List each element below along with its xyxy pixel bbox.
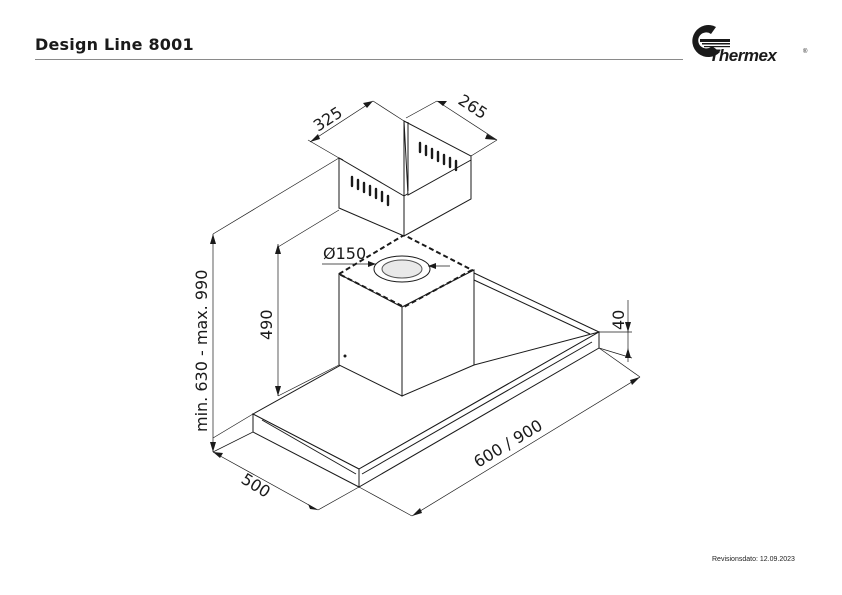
thermex-logo: Thermex ® [690,22,810,66]
dimension-label-diameter: Ø150 [323,244,366,263]
revision-date: Revisionsdato: 12.09.2023 [712,556,795,563]
header-divider [35,59,683,60]
registered-mark: ® [803,49,808,55]
duct-opening [373,255,431,283]
lower-chimney [338,269,475,397]
dimension-label-265: 265 [455,90,491,123]
logo-wordmark: Thermex [709,46,777,65]
hood-canopy [251,272,600,488]
page-title: Design Line 8001 [35,35,194,54]
dimension-label-width: 600 / 900 [470,416,545,472]
lower-chimney-top-outline [338,233,475,309]
dimension-label-total-height: min. 630 - max. 990 [192,270,211,432]
dimension-lines [212,100,641,517]
dimension-label-490: 490 [257,309,276,340]
dimension-label-40: 40 [609,310,628,330]
dimension-label-500: 500 [238,469,274,501]
dimension-arrows [210,101,640,516]
vent-slots [350,141,458,207]
upper-chimney [338,120,472,237]
thermex-logo-icon [692,25,730,58]
